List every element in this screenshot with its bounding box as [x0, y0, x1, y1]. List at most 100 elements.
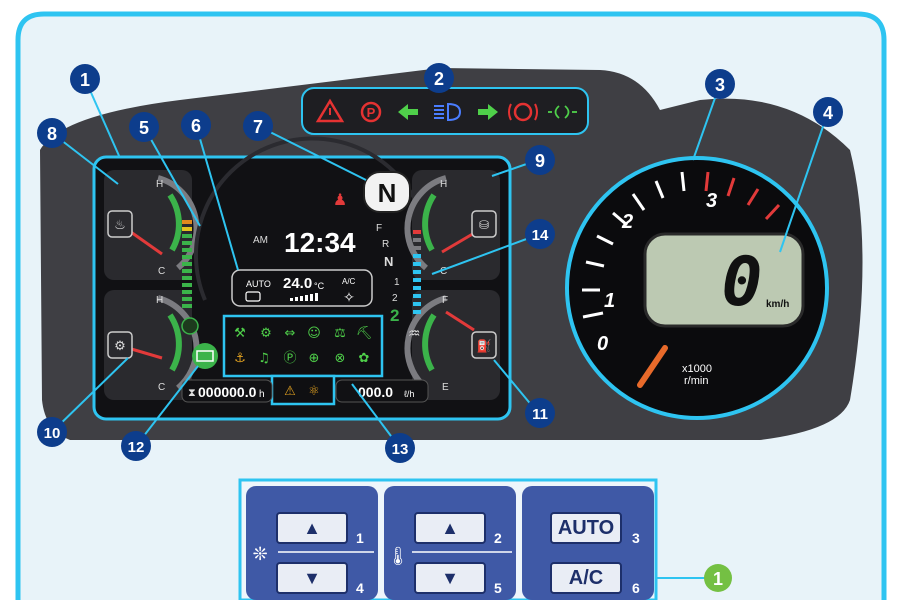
left-turn-arrow-icon	[398, 104, 418, 120]
temp-unit-label: °C	[314, 281, 325, 291]
auto-button[interactable]: AUTO	[550, 512, 622, 544]
hydraulic-oil-temp-gauge: ⚙	[104, 290, 200, 400]
vent-mode-icon: ✧	[343, 290, 355, 306]
hydraulic-hot-letter: H	[156, 295, 163, 306]
keypad-callout-circle	[704, 564, 732, 592]
warning-light-bar	[301, 87, 589, 135]
eco-leaf-icon	[181, 317, 199, 335]
callout-6: 6	[191, 116, 201, 136]
key-number-1: 1	[356, 530, 364, 546]
gear-scale-1: 1	[394, 277, 400, 288]
eco-gauge-bar	[182, 220, 192, 308]
callout-12: 12	[128, 439, 145, 456]
fan-up-button[interactable]: ▲	[276, 512, 348, 544]
callout-14-circle	[525, 219, 555, 249]
svg-text:⛽: ⛽	[477, 339, 492, 353]
key-number-3: 3	[632, 530, 640, 546]
callout-1: 1	[80, 70, 90, 90]
tach-label-3: 3	[706, 190, 717, 212]
callout-7: 7	[253, 117, 263, 137]
callout-10: 10	[44, 425, 61, 442]
key-number-2: 2	[494, 530, 502, 546]
speed-unit: km/h	[766, 299, 789, 310]
callout-5-circle	[129, 112, 159, 142]
callout-8-circle	[37, 118, 67, 148]
callout-12-circle	[121, 431, 151, 461]
fan-icon: ❊	[252, 544, 267, 565]
ac-button[interactable]: A/C	[550, 562, 622, 594]
temp-down-button[interactable]: ▼	[414, 562, 486, 594]
bucket-icon: ⛏	[356, 326, 373, 341]
coolant-hot-letter: H	[156, 179, 163, 190]
callout-2: 2	[434, 69, 444, 89]
message-indicator	[192, 343, 218, 369]
svg-text:P: P	[367, 105, 376, 120]
parking-brake-icon: P	[360, 101, 382, 123]
load-bar	[413, 230, 421, 314]
gear-scale-selected: 2	[390, 306, 399, 325]
svg-text:♨: ♨	[114, 218, 126, 233]
brake-warning-icon	[508, 102, 538, 122]
callout-14: 14	[532, 227, 549, 244]
gear-scale-n: N	[384, 254, 393, 269]
bell-icon: ♫	[258, 351, 270, 366]
key-number-6: 6	[632, 580, 640, 596]
time-period-label: AM	[253, 235, 268, 246]
svg-text:⛁: ⛁	[479, 218, 489, 232]
warning-triangle-icon	[315, 98, 345, 123]
hourmeter-box	[181, 379, 273, 403]
auto-idle-icon: ⚒	[234, 326, 246, 341]
callout-10-circle	[37, 417, 67, 447]
park-icon: Ⓟ	[283, 351, 296, 366]
temp-up-button[interactable]: ▲	[414, 512, 486, 544]
gear-indicator-value: N	[378, 178, 397, 208]
callout-13: 13	[392, 441, 409, 458]
callout-1-circle	[70, 64, 100, 94]
high-beam-icon	[434, 102, 462, 122]
hourmeter-unit: h	[259, 389, 265, 400]
fuel-empty-letter: E	[442, 382, 449, 393]
ride-control-icon: ⚓	[234, 351, 246, 366]
gear-scale-f: F	[376, 223, 382, 234]
hydraulic-cold-letter: C	[158, 382, 165, 393]
direction-arrows-icon: ⇔	[285, 326, 296, 341]
callout-5: 5	[139, 118, 149, 138]
callout-6-circle	[181, 110, 211, 140]
cabin-temp-value: 24.0	[283, 275, 312, 292]
hourmeter-value: 000000.0	[198, 384, 257, 400]
operator-present-icon: ☺	[307, 326, 321, 341]
hourglass-icon: ⧗	[188, 386, 196, 399]
callout-9-circle	[525, 145, 555, 175]
recirculation-icon	[245, 291, 261, 302]
indicator-icon-panel	[222, 314, 384, 378]
fuel-level-gauge: ⛽	[404, 290, 500, 400]
callout-11: 11	[532, 406, 548, 423]
callout-4-circle	[813, 97, 843, 127]
seatbelt-warning-icon: ♟	[333, 190, 347, 209]
maintenance-icon: ✿	[359, 351, 370, 366]
callout-8: 8	[47, 124, 57, 144]
fuel-rate-box	[335, 379, 429, 403]
speedometer-lcd	[643, 232, 805, 328]
tach-label-2: 2	[621, 211, 633, 233]
ac-indicator-label: A/C	[342, 277, 356, 286]
message-envelope-icon	[196, 350, 214, 362]
clock-time: 12:34	[284, 227, 356, 258]
climate-info-box	[231, 269, 373, 307]
def-level-icon: ♒	[408, 326, 421, 342]
ac-mode-label: AUTO	[246, 279, 271, 289]
callout-7-circle	[243, 111, 273, 141]
key-number-5: 5	[494, 580, 502, 596]
fan-down-button[interactable]: ▼	[276, 562, 348, 594]
temperature-icon: 🌡	[387, 546, 410, 567]
callout-9: 9	[535, 151, 545, 171]
engine-check-icon: ⚠	[284, 384, 296, 399]
callout-11-circle	[525, 398, 555, 428]
keypad-callout: 1	[713, 569, 723, 589]
fan-speed-bars	[290, 293, 318, 301]
svg-text:⚙: ⚙	[114, 339, 126, 354]
tach-multiplier: x1000	[682, 363, 712, 375]
hydraulic-lock-icon: ⊕	[309, 351, 320, 366]
def-cold-letter: C	[440, 266, 447, 277]
